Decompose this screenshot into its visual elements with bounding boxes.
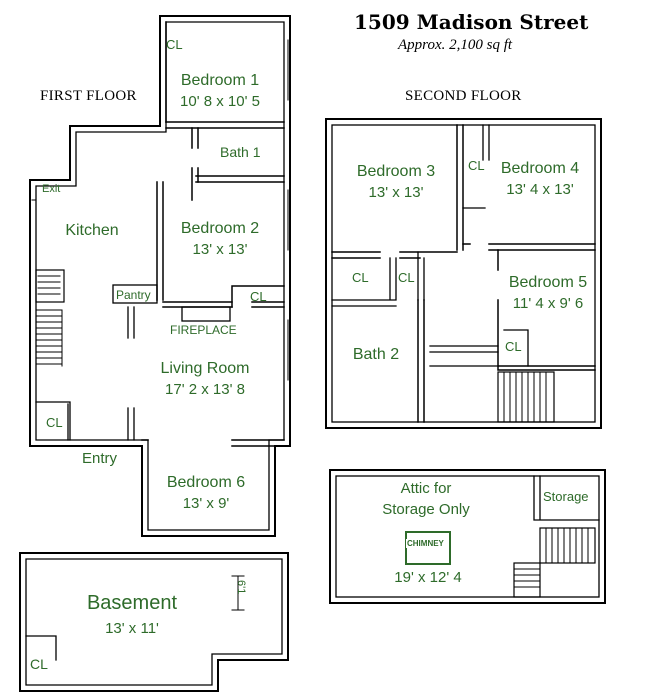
area-subtitle: Approx. 2,100 sq ft <box>398 37 513 53</box>
room-bedroom-4-name: Bedroom 4 <box>500 160 580 177</box>
wall-bedroom1-bath1 <box>165 121 285 129</box>
room-bedroom-1-name: Bedroom 1 <box>180 72 260 89</box>
room-bath-2-name: Bath 2 <box>352 346 400 363</box>
room-bedroom-4: Bedroom 4 13' 4 x 13' <box>492 158 588 200</box>
pantry-box <box>112 284 158 304</box>
wall-bed4-closet <box>462 124 490 209</box>
second-floor-outer-wall <box>325 118 602 429</box>
storage-label: Storage <box>543 489 589 504</box>
attic-lower-stairs <box>513 562 541 598</box>
wall-bed3-bed4 <box>456 124 464 251</box>
room-bedroom-2-name: Bedroom 2 <box>180 220 260 237</box>
basement-outer-wall <box>19 552 289 692</box>
room-living-room-dims: 17' 2 x 13' 8 <box>165 381 245 398</box>
first-floor-label: FIRST FLOOR <box>40 88 137 104</box>
room-bedroom-6: Bedroom 6 13' x 9' <box>154 472 258 514</box>
second-floor-label: SECOND FLOOR <box>405 88 522 104</box>
room-attic-dims-text: 19' x 12' 4 <box>394 569 462 586</box>
basement-closet-wall <box>25 635 57 661</box>
attic-stairs-treads <box>545 527 589 564</box>
attic-storage-wall <box>533 475 600 521</box>
second-stairs-box <box>497 371 555 423</box>
first-stairs-treads <box>35 275 63 367</box>
room-bedroom-5-dims: 11' 4 x 9' 6 <box>512 295 584 312</box>
room-living-room-name: Living Room <box>160 360 250 377</box>
chimney-label: CHIMNEY <box>406 539 445 548</box>
room-attic-name: Attic for <box>400 480 452 497</box>
wall-bed5-closet <box>503 329 529 367</box>
second-stairs-treads <box>503 371 547 423</box>
attic-outer-wall <box>329 469 606 604</box>
wall-bedroom2-closet <box>231 285 285 308</box>
second-stair-rail <box>429 345 499 367</box>
entry-label: Entry <box>82 450 118 467</box>
closet-label-bedroom4: CL <box>468 158 485 173</box>
attic-lower-treads <box>513 568 541 588</box>
room-attic: Attic for Storage Only <box>372 478 480 520</box>
first-stairs-box <box>35 269 65 303</box>
basement-inner-wall <box>25 558 283 686</box>
attic-inner-wall <box>335 475 600 598</box>
room-bedroom-4-dims: 13' 4 x 13' <box>506 181 574 198</box>
room-basement: Basement 13' x 11' <box>70 590 194 642</box>
wall-bedroom5 <box>497 249 596 371</box>
room-attic-name2: Storage Only <box>382 501 470 518</box>
closet-label-bedroom2: CL <box>250 289 267 304</box>
room-bedroom-2: Bedroom 2 13' x 13' <box>170 218 270 260</box>
wall-entry <box>127 407 135 441</box>
room-kitchen: Kitchen <box>55 220 129 241</box>
exit-label: Exit <box>42 183 61 195</box>
room-bedroom-3: Bedroom 3 13' x 13' <box>346 161 446 203</box>
fireplace-box <box>181 306 231 322</box>
room-bedroom-3-dims: 13' x 13' <box>368 184 424 201</box>
first-floor-windows <box>31 39 289 381</box>
room-bedroom-1: Bedroom 1 10' 8 x 10' 5 <box>170 70 270 112</box>
room-bedroom-5-name: Bedroom 5 <box>508 274 588 291</box>
room-bedroom-3-name: Bedroom 3 <box>356 163 436 180</box>
basement-height-label: 6'1 <box>235 580 247 595</box>
closet-label-bedroom5: CL <box>505 339 522 354</box>
closet-label-second-b: CL <box>398 270 415 285</box>
room-attic-dims: 19' x 12' 4 <box>378 567 478 588</box>
room-bath-1: Bath 1 <box>220 144 261 160</box>
basement-height-marker <box>231 575 245 611</box>
closet-label-basement: CL <box>30 656 48 672</box>
wall-bath1-bedroom2 <box>195 175 285 183</box>
wall-kitchen-living <box>127 306 135 339</box>
wall-living-closet <box>35 401 71 441</box>
wall-bedroom1-left <box>159 15 167 123</box>
room-bedroom-1-dims: 10' 8 x 10' 5 <box>180 93 260 110</box>
closet-label-bedroom1: CL <box>166 37 183 52</box>
attic-stairs-box <box>539 527 596 564</box>
chimney-box: CHIMNEY <box>405 531 451 565</box>
pantry-label: Pantry <box>116 288 151 302</box>
wall-bath1-left <box>191 127 199 201</box>
wall-bath2 <box>417 299 425 423</box>
address-title: 1509 Madison Street <box>354 10 589 34</box>
room-living-room: Living Room 17' 2 x 13' 8 <box>148 358 262 400</box>
room-bedroom-2-dims: 13' x 13' <box>192 241 248 258</box>
wall-bed3-bottom <box>331 251 458 259</box>
room-bedroom-6-name: Bedroom 6 <box>166 474 246 491</box>
room-basement-dims: 13' x 11' <box>105 620 159 637</box>
room-bath-2: Bath 2 <box>346 344 406 365</box>
room-basement-name: Basement <box>86 592 178 614</box>
room-kitchen-name: Kitchen <box>65 222 119 239</box>
closet-label-living: CL <box>46 415 63 430</box>
wall-bed4-bottom <box>462 243 596 251</box>
wall-living-bedroom6 <box>141 439 291 447</box>
fireplace-label: FIREPLACE <box>170 323 237 337</box>
wall-kitchen-bedroom2 <box>156 181 164 301</box>
closet-label-second-a: CL <box>352 270 369 285</box>
room-bedroom-5: Bedroom 5 11' 4 x 9' 6 <box>500 272 596 314</box>
room-bedroom-6-dims: 13' x 9' <box>182 495 230 512</box>
wall-closets-second <box>331 251 425 307</box>
